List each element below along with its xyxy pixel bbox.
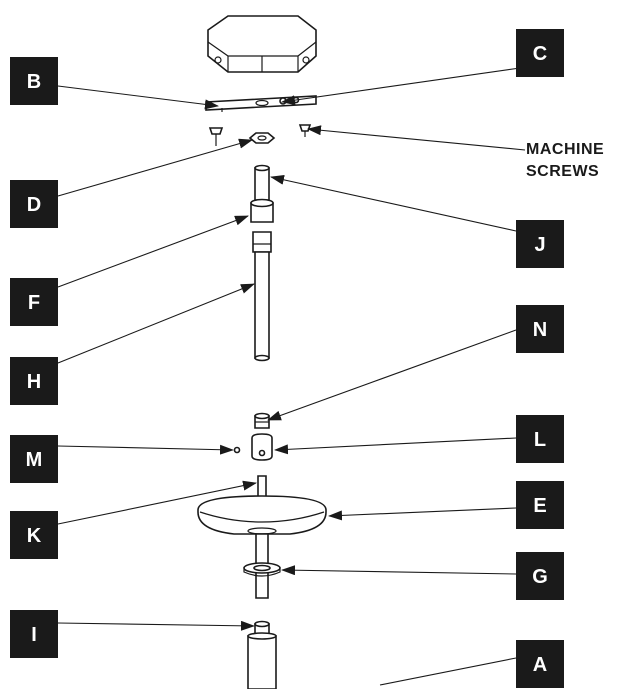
machine-screws-note: MACHINE SCREWS (526, 141, 604, 180)
mounting-strap (205, 95, 317, 112)
leader-k (57, 480, 257, 525)
leader-f (57, 215, 249, 288)
coupler (250, 198, 274, 253)
label-l: L (516, 415, 564, 463)
svg-text:A: A (533, 654, 547, 676)
leader-l (274, 437, 517, 455)
leader-c (281, 67, 521, 106)
machine-screw-right (298, 124, 312, 137)
label-k: K (10, 511, 58, 559)
machine-screw-left (208, 127, 224, 146)
label-a: A (516, 640, 564, 688)
svg-text:N: N (533, 319, 547, 341)
leader-i (57, 620, 255, 631)
svg-text:J: J (534, 234, 545, 256)
washer (243, 562, 281, 577)
leader-g (281, 565, 517, 576)
label-c: C (516, 29, 564, 77)
leader-h (57, 283, 255, 364)
set-screw (233, 446, 241, 454)
svg-text:C: C (533, 43, 547, 65)
leader-d (57, 138, 253, 197)
hex-nut (248, 132, 276, 144)
label-d: D (10, 180, 58, 228)
bottom-rod (247, 620, 277, 689)
svg-text:E: E (533, 495, 546, 517)
svg-text:F: F (28, 292, 40, 314)
label-i: I (10, 610, 58, 658)
leader-m (57, 444, 234, 455)
svg-text:G: G (532, 566, 548, 588)
svg-text:D: D (27, 194, 41, 216)
svg-text:M: M (26, 449, 43, 471)
leader-lines (57, 67, 526, 686)
cap (254, 412, 270, 429)
threaded-stem (257, 475, 267, 499)
leader-a (379, 657, 517, 686)
note-line-1: MACHINE (526, 141, 604, 158)
leader-screws (307, 125, 526, 151)
svg-text:I: I (31, 624, 37, 646)
leader-b (57, 85, 219, 110)
label-m: M (10, 435, 58, 483)
note-line-2: SCREWS (526, 163, 599, 180)
label-j: J (516, 220, 564, 268)
leader-j (270, 174, 517, 232)
label-n: N (516, 305, 564, 353)
svg-text:K: K (27, 525, 42, 547)
svg-text:B: B (27, 71, 41, 93)
label-f: F (10, 278, 58, 326)
svg-text:L: L (534, 429, 546, 451)
leader-n (267, 329, 517, 421)
upper-rod (254, 164, 270, 201)
down-rod (254, 251, 270, 362)
finial (251, 433, 273, 461)
leader-e (328, 507, 517, 521)
canopy (197, 495, 327, 535)
label-g: G (516, 552, 564, 600)
label-b: B (10, 57, 58, 105)
svg-text:H: H (27, 371, 41, 393)
junction-box (207, 15, 317, 73)
label-e: E (516, 481, 564, 529)
label-h: H (10, 357, 58, 405)
